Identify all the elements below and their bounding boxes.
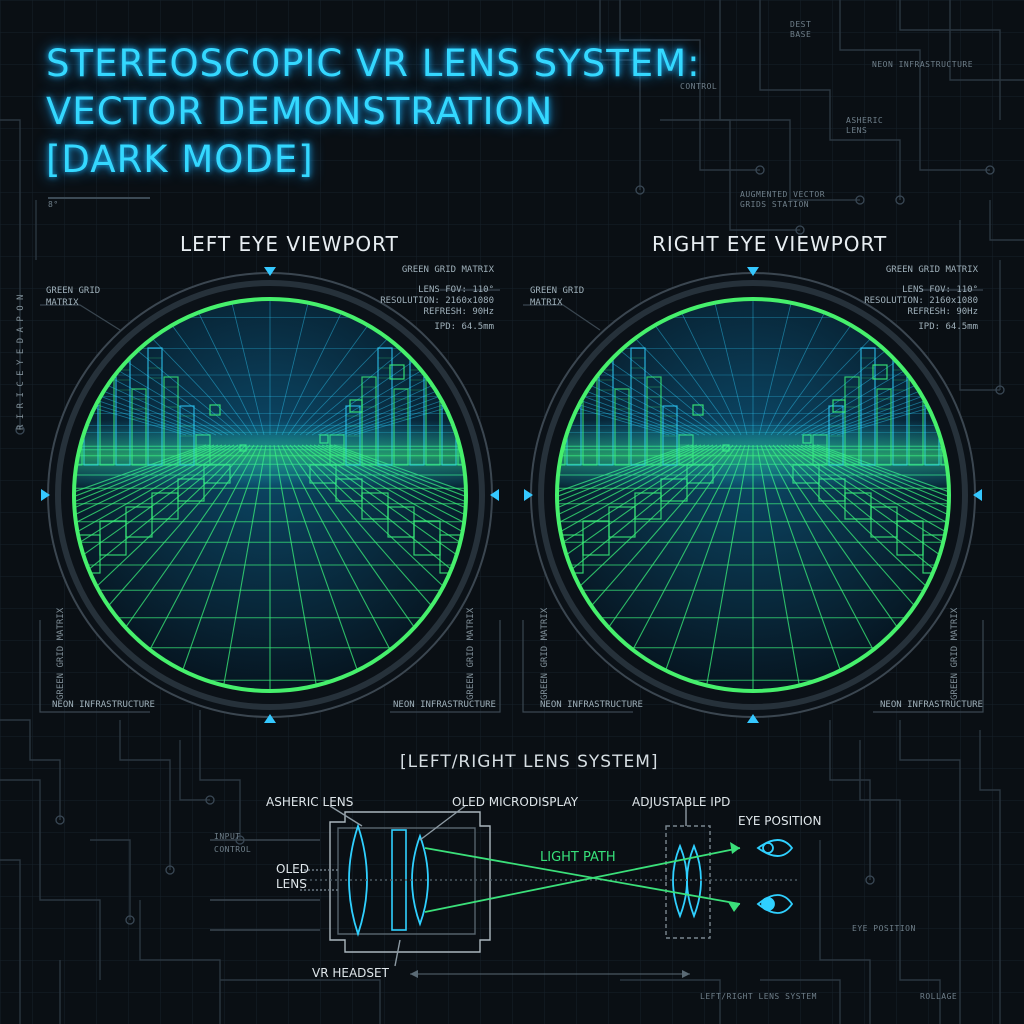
right-spec-ipd: IPD: 64.5mm — [918, 322, 978, 332]
augmented-label-1: AUGMENTED VECTOR — [740, 190, 826, 199]
right-spec-refresh: REFRESH: 90Hz — [907, 307, 978, 317]
right-spec-resolution: RESOLUTION: 2160x1080 — [864, 296, 978, 306]
left-spec-fov: LENS FOV: 110° — [418, 285, 494, 295]
left-spec-refresh: REFRESH: 90Hz — [423, 307, 494, 317]
control-small-label: CONTROL — [214, 845, 252, 854]
right-spec-title: GREEN GRID MATRIX — [885, 265, 978, 275]
right-bottom-right-label: NEON INFRASTRUCTURE — [880, 700, 983, 710]
left-viewport — [41, 267, 499, 723]
left-spec-ipd: IPD: 64.5mm — [434, 322, 494, 332]
left-eye-viewport-title: LEFT EYE VIEWPORT — [180, 232, 399, 256]
left-spec-title: GREEN GRID MATRIX — [401, 265, 494, 275]
vr-headset-label: VR HEADSET — [312, 966, 389, 980]
neon-infra-top-label: NEON INFRASTRUCTURE — [872, 60, 974, 69]
asheric-lens-label: ASHERIC LENS — [266, 795, 354, 809]
left-spec-resolution: RESOLUTION: 2160x1080 — [380, 296, 494, 306]
eye-position-small-label: EYE POSITION — [852, 924, 916, 933]
oled-lens-label-2: LENS — [276, 877, 307, 891]
right-spec-fov: LENS FOV: 110° — [902, 285, 978, 295]
oled-lens-label-1: OLED — [276, 862, 309, 876]
bottom-right-label: ROLLAGE — [920, 992, 958, 1001]
right-bottom-left-label: NEON INFRASTRUCTURE — [540, 700, 643, 710]
augmented-label-2: GRIDS STATION — [740, 200, 810, 209]
corner-tag: 8° — [48, 200, 59, 209]
input-small-label: INPUT — [214, 832, 241, 841]
adjustable-ipd-label: ADJUSTABLE IPD — [632, 795, 731, 809]
title-line-3: [DARK MODE] — [46, 138, 314, 181]
left-bottom-left-label: NEON INFRASTRUCTURE — [52, 700, 155, 710]
asheric-top-label-1: ASHERIC — [846, 116, 884, 125]
light-path-label: LIGHT PATH — [540, 850, 616, 865]
right-grid-label-2: MATRIX — [530, 298, 563, 308]
left-grid-label-1: GREEN GRID — [46, 286, 101, 296]
right-eye-viewport-title: RIGHT EYE VIEWPORT — [652, 232, 888, 256]
dest-label: DEST — [790, 20, 812, 29]
left-grid-label-2: MATRIX — [46, 298, 79, 308]
control-label: CONTROL — [680, 82, 718, 91]
eye-position-label: EYE POSITION — [738, 814, 822, 828]
right-grid-label-1: GREEN GRID — [530, 286, 585, 296]
bottom-center-label: LEFT/RIGHT LENS SYSTEM — [700, 992, 817, 1001]
left-bottom-right-label: NEON INFRASTRUCTURE — [393, 700, 496, 710]
asheric-top-label-2: LENS — [846, 126, 868, 135]
page-title: STEREOSCOPIC VR LENS SYSTEM: VECTOR DEMO… — [46, 40, 701, 184]
title-line-2: VECTOR DEMONSTRATION — [46, 90, 554, 133]
title-line-1: STEREOSCOPIC VR LENS SYSTEM: — [46, 42, 701, 85]
base-label: BASE — [790, 30, 812, 39]
oled-microdisplay-label: OLED MICRODISPLAY — [452, 795, 579, 809]
lens-system-label: [LEFT/RIGHT LENS SYSTEM] — [400, 752, 659, 772]
